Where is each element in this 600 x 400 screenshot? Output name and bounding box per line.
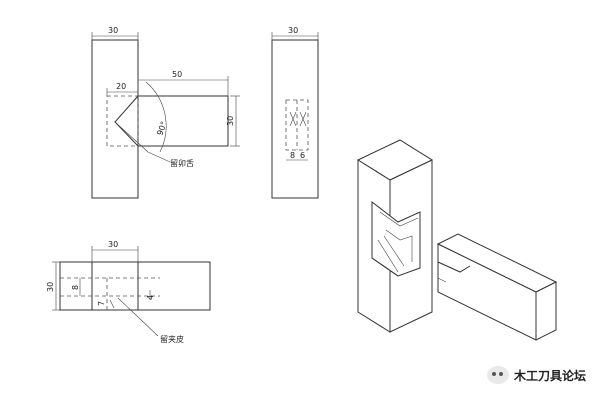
dim-top-4: 4 (146, 295, 155, 300)
iso-view (356, 139, 558, 341)
front-tenon (137, 95, 229, 147)
dim-top-height: 30 (46, 282, 55, 292)
iso-beam-side (437, 243, 537, 341)
angle-arc (145, 81, 167, 153)
front-post (91, 39, 139, 199)
top-outline (59, 261, 211, 311)
label-tongue: 留卯舌 (170, 158, 194, 168)
dim-side-b: 6 (300, 151, 305, 160)
side-view: 30 8 6 (271, 26, 319, 199)
dim-post-width: 30 (108, 26, 118, 35)
label-skin: 留夹皮 (160, 334, 184, 344)
side-post (271, 39, 319, 199)
iso-beam-end (535, 281, 557, 341)
dim-top-7: 7 (97, 301, 106, 306)
front-view: 30 20 50 30 90° 留卯舌 (91, 26, 240, 199)
front-hidden-mortise (106, 95, 139, 147)
dim-tenon-length: 50 (172, 70, 182, 79)
dim-top-width: 30 (108, 240, 118, 249)
top-view: 30 30 8 7 4 留夹皮 (46, 240, 211, 344)
angle-label: 90° (155, 120, 168, 136)
front-tongue (114, 95, 139, 147)
dim-tenon-height: 30 (226, 116, 235, 126)
dim-side-a: 8 (290, 151, 295, 160)
watermark: 木工刀具论坛 (486, 366, 586, 384)
dim-offset: 20 (116, 82, 126, 91)
dim-side-width: 30 (288, 26, 298, 35)
dim-top-8: 8 (71, 285, 80, 290)
wechat-icon (486, 366, 509, 384)
watermark-text: 木工刀具论坛 (513, 368, 586, 383)
